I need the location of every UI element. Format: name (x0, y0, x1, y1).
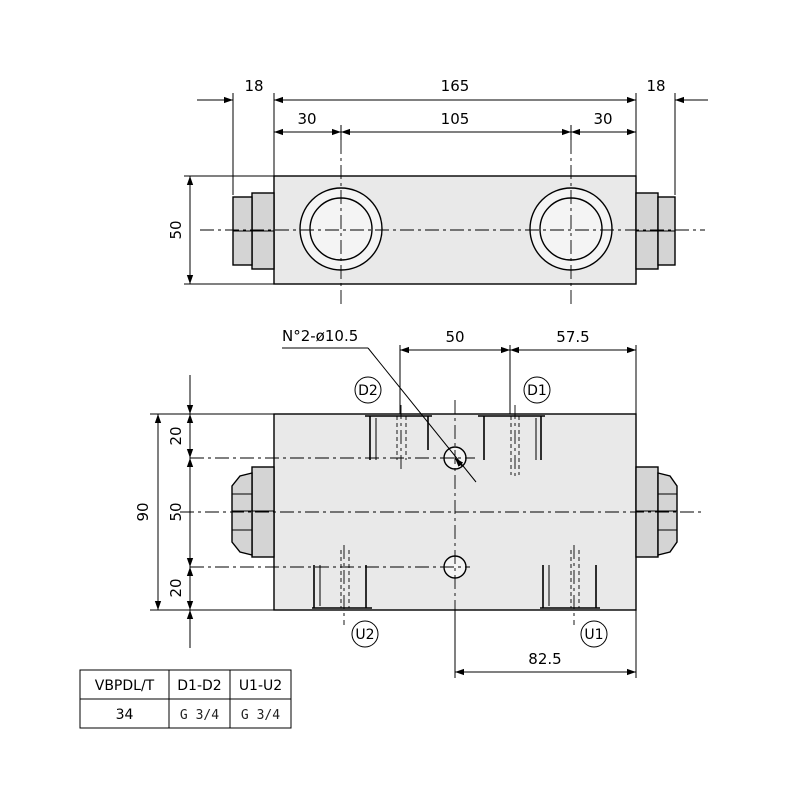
table-header-model: VBPDL/T (95, 678, 155, 694)
dim-top-height: 50 (167, 220, 185, 239)
table-cell-d1-d2: G 3/4 (180, 708, 219, 723)
port-label-u1: U1 (580, 620, 608, 648)
dim-top-offset: 20 (167, 426, 185, 445)
port-label-d2: D2 (354, 376, 382, 404)
top-view: 18 165 18 30 105 30 50 (167, 77, 708, 305)
upper-cavities (365, 415, 545, 475)
dim-left-port-offset: 30 (297, 110, 316, 128)
port-label-u2: U2 (351, 620, 379, 648)
hole-note: N°2-ø10.5 (282, 327, 358, 345)
dim-left-nut: 18 (244, 77, 263, 95)
dim-center: 50 (167, 502, 185, 521)
dim-right-nut: 18 (646, 77, 665, 95)
spec-table: VBPDL/T D1-D2 U1-U2 34 G 3/4 G 3/4 (79, 669, 292, 729)
table-header-d1-d2: D1-D2 (177, 678, 221, 694)
dim-right-offset: 57.5 (556, 328, 589, 346)
dim-bottom-offset: 20 (167, 578, 185, 597)
table-cell-u1-u2: G 3/4 (241, 708, 280, 723)
svg-text:U2: U2 (355, 627, 374, 643)
table-cell-size: 34 (116, 707, 134, 723)
dim-hole-spacing: 50 (445, 328, 464, 346)
dim-bottom-right: 82.5 (528, 650, 561, 668)
port-label-d1: D1 (523, 376, 551, 404)
svg-text:D2: D2 (358, 383, 378, 399)
dim-overall-height: 90 (134, 502, 152, 521)
dim-right-port-offset: 30 (593, 110, 612, 128)
table-header-u1-u2: U1-U2 (239, 678, 282, 694)
lower-cavities (312, 550, 600, 609)
dim-port-spacing: 105 (441, 110, 470, 128)
front-view: N°2-ø10.5 50 57.5 D2 D1 U2 U1 90 (134, 327, 705, 678)
svg-text:U1: U1 (584, 627, 603, 643)
dim-overall-length: 165 (441, 77, 470, 95)
svg-text:D1: D1 (527, 383, 547, 399)
top-right-nut (635, 192, 676, 270)
top-left-nut (232, 192, 275, 270)
